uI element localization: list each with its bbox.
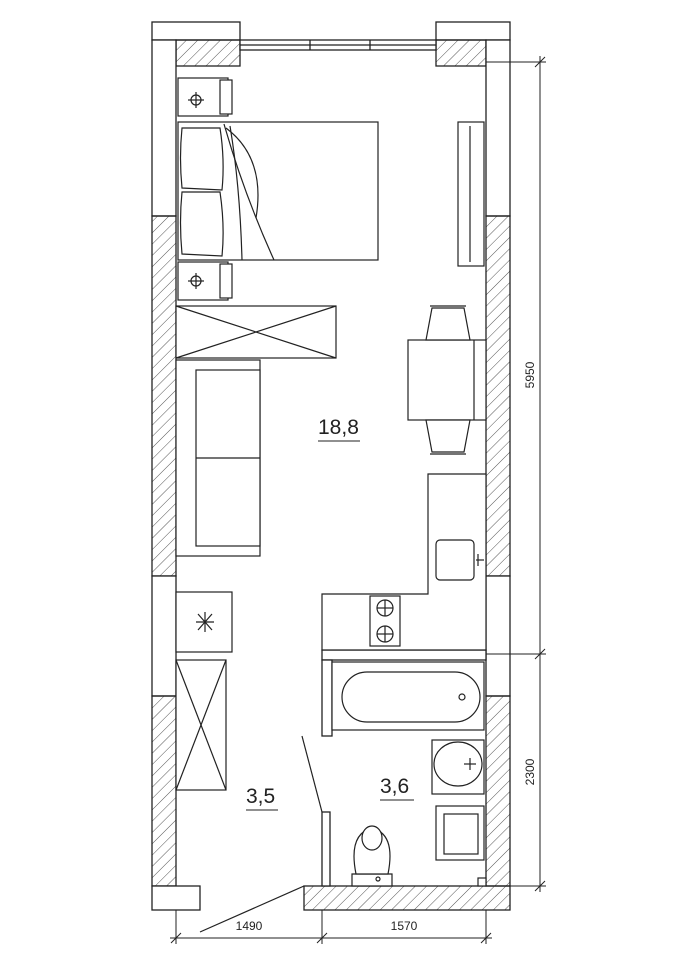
top-wall-left-hatched <box>175 39 241 67</box>
bath-door <box>301 735 323 813</box>
bath-sink <box>431 739 485 795</box>
dim-main-height: 5950 <box>523 361 537 388</box>
bath-top-partition <box>321 649 487 661</box>
furniture <box>175 77 487 887</box>
area-labels: 18,8 3,5 3,6 <box>246 416 414 811</box>
area-hallway: 3,5 <box>246 785 275 808</box>
area-bathroom: 3,6 <box>380 775 409 798</box>
bottom-wall-hatched <box>303 885 511 911</box>
walls <box>151 21 511 933</box>
left-wall-lower <box>151 575 177 697</box>
washing-machine <box>435 805 485 861</box>
dim-bath-height: 2300 <box>523 758 537 785</box>
entrance-door <box>199 885 305 933</box>
hall-wardrobe <box>175 659 227 791</box>
nightstand-top <box>177 77 233 117</box>
left-wall-mid-hatched <box>151 215 177 577</box>
left-wall-upper <box>151 39 177 217</box>
toilet <box>351 825 393 887</box>
right-wall-mid-hatched <box>485 215 511 577</box>
dining-table <box>407 305 487 455</box>
dimension-lines <box>170 56 546 944</box>
nightstand-bottom <box>177 261 233 301</box>
sofa <box>175 359 261 557</box>
sink <box>435 539 475 581</box>
right-wall-upper <box>485 39 511 217</box>
top-wall-left <box>151 21 241 41</box>
right-wall-bottom-hatched <box>485 695 511 887</box>
kitchen-counter <box>321 473 487 651</box>
tv-console <box>457 121 485 267</box>
area-main-room: 18,8 <box>318 416 359 439</box>
bath-left-partition-upper <box>321 659 333 737</box>
riser <box>477 877 487 887</box>
dim-hall-width: 1490 <box>236 919 263 933</box>
dimension-labels: 5950 2300 1490 1570 <box>236 361 537 933</box>
right-wall-lower <box>485 575 511 697</box>
hall-cabinet <box>175 591 233 653</box>
wardrobe <box>175 305 337 359</box>
top-wall-right-hatched <box>435 39 487 67</box>
double-bed <box>177 121 379 261</box>
top-wall-right <box>435 21 511 41</box>
dim-bath-width: 1570 <box>391 919 418 933</box>
bathtub <box>331 661 485 731</box>
bath-left-partition-lower <box>321 811 331 887</box>
left-wall-foot <box>151 885 201 911</box>
left-wall-bottom-hatched <box>151 695 177 887</box>
